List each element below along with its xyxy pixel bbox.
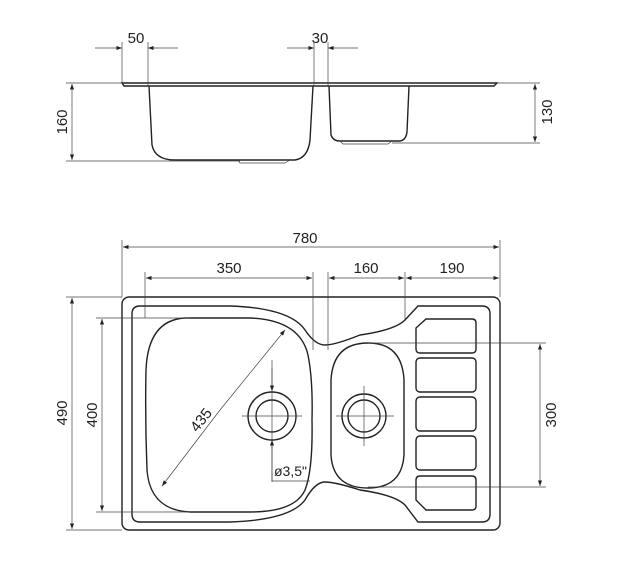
sink-rim-inner — [131, 305, 491, 523]
small-bowl-drain — [336, 386, 394, 446]
sink-rim-profile — [120, 82, 499, 87]
dim-large-bowl-depth: 400 — [84, 402, 101, 427]
dim-depth-small: 130 — [539, 99, 556, 124]
plan-view: ø3,5" 435 780 350 160 — [54, 230, 560, 531]
sink-outer-edge — [121, 296, 501, 531]
dim-overall-depth: 490 — [54, 400, 71, 425]
dim-depth-large: 160 — [54, 109, 71, 134]
side-view: 50 30 160 130 — [54, 30, 556, 164]
dim-drainer-width: 190 — [439, 260, 464, 277]
dim-large-bowl-diagonal: 435 — [187, 405, 216, 435]
dim-drain-diameter: ø3,5" — [274, 463, 307, 479]
large-bowl-profile — [148, 85, 314, 161]
dim-small-bowl-width: 160 — [353, 260, 378, 277]
dim-rim-left: 50 — [128, 30, 145, 47]
dim-overall-width: 780 — [292, 230, 317, 247]
large-bowl-outline — [144, 317, 313, 513]
dim-divider: 30 — [312, 30, 329, 47]
drainer-grooves — [415, 318, 477, 511]
large-bowl-drain: ø3,5" — [242, 360, 310, 482]
small-bowl-outline — [330, 342, 405, 489]
small-bowl-profile — [328, 85, 410, 142]
dim-small-bowl-depth: 300 — [543, 402, 560, 427]
dim-large-bowl-width: 350 — [216, 260, 241, 277]
